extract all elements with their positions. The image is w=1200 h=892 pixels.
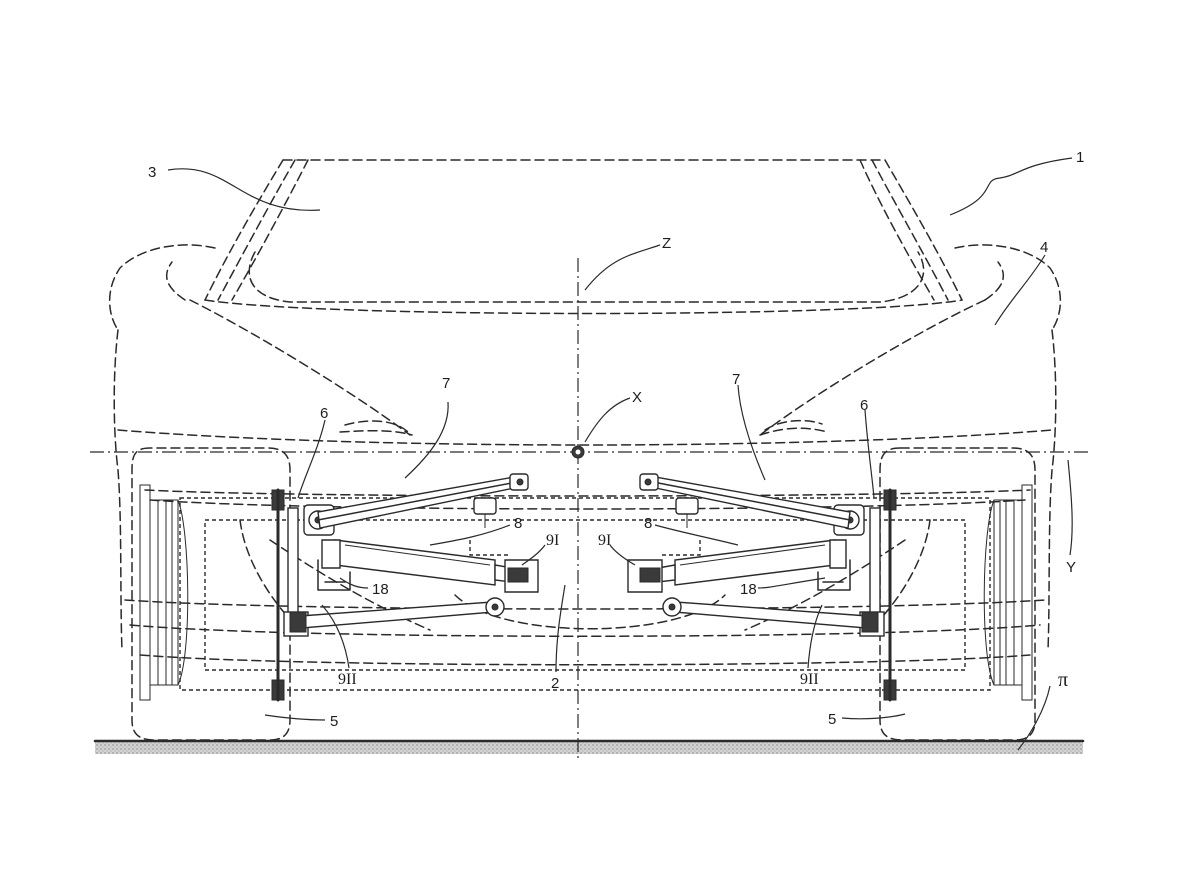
leader-lines — [167, 157, 1073, 751]
label-bracket-left: 18 — [372, 581, 389, 598]
label-vehicle: 1 — [1076, 149, 1084, 166]
left-wheel — [131, 447, 291, 741]
label-wheel-right: 5 — [828, 711, 836, 728]
label-body: 4 — [1040, 239, 1048, 256]
label-axis-y: Y — [1066, 559, 1076, 576]
label-actuator-right: 8 — [644, 515, 652, 532]
axis-lines — [90, 258, 1090, 760]
ground-plane — [93, 739, 1085, 754]
car-body — [108, 159, 1062, 691]
label-joint-lower-left: 9II — [338, 671, 357, 688]
label-actuator-left: 8 — [514, 515, 522, 532]
label-joint-upper-left: 9I — [546, 532, 559, 549]
right-suspension — [627, 473, 897, 702]
label-wheel-left: 5 — [330, 713, 338, 730]
label-joint-lower-right: 9II — [800, 671, 819, 688]
label-ground: π — [1058, 669, 1068, 691]
left-suspension — [271, 473, 539, 702]
label-joint-upper-right: 9I — [598, 532, 611, 549]
label-bracket-right: 18 — [740, 581, 757, 598]
label-axis-x: X — [632, 389, 642, 406]
label-windshield: 3 — [148, 164, 156, 181]
reference-labels: 1 3 4 Z X 7 7 6 6 8 8 9I 9I 18 18 9II 9I… — [148, 149, 1084, 730]
label-frame: 2 — [551, 675, 559, 692]
label-upright-left: 6 — [320, 405, 328, 422]
label-upright-right: 6 — [860, 397, 868, 414]
label-axis-z: Z — [662, 235, 671, 252]
right-wheel — [879, 447, 1036, 741]
label-upper-arm-right: 7 — [732, 371, 740, 388]
label-upper-arm-left: 7 — [442, 375, 450, 392]
